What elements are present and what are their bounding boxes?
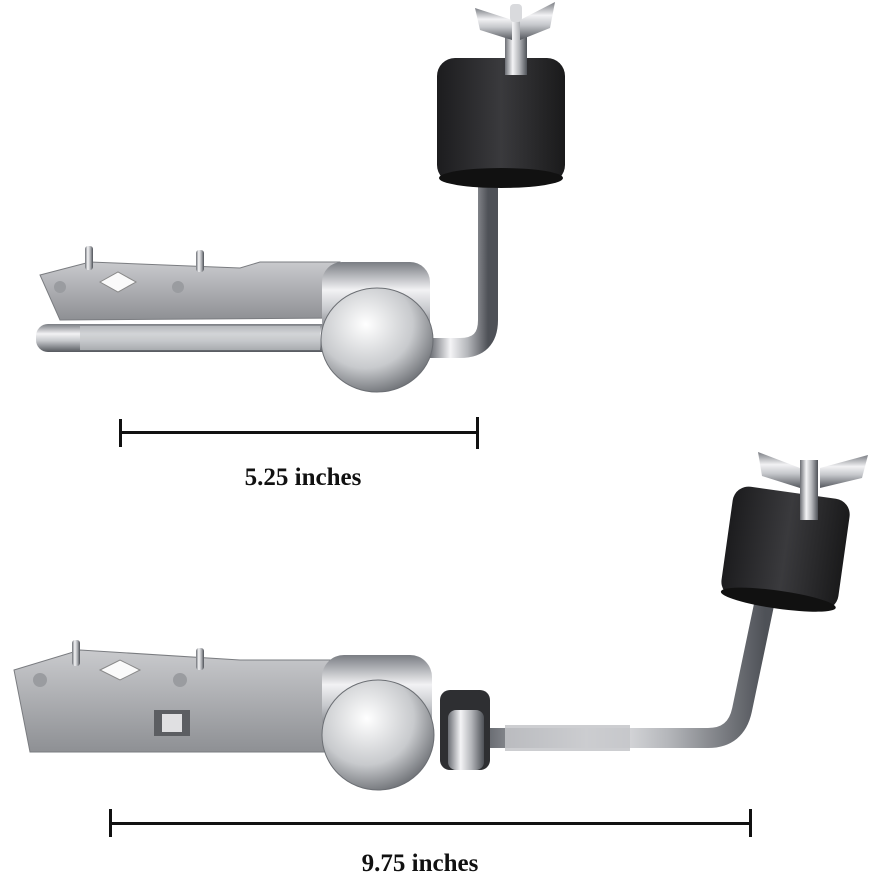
dimension-label-long: 9.75 inches	[361, 850, 479, 877]
dimension-line	[110, 822, 751, 825]
dimension-label-short: 5.25 inches	[244, 464, 362, 491]
dimension-tick-right	[476, 417, 479, 449]
long-cymbal-arm	[13, 452, 868, 791]
dimension-tick-right	[749, 809, 752, 837]
dimension-line	[120, 431, 478, 434]
short-cymbal-arm	[36, 2, 565, 393]
